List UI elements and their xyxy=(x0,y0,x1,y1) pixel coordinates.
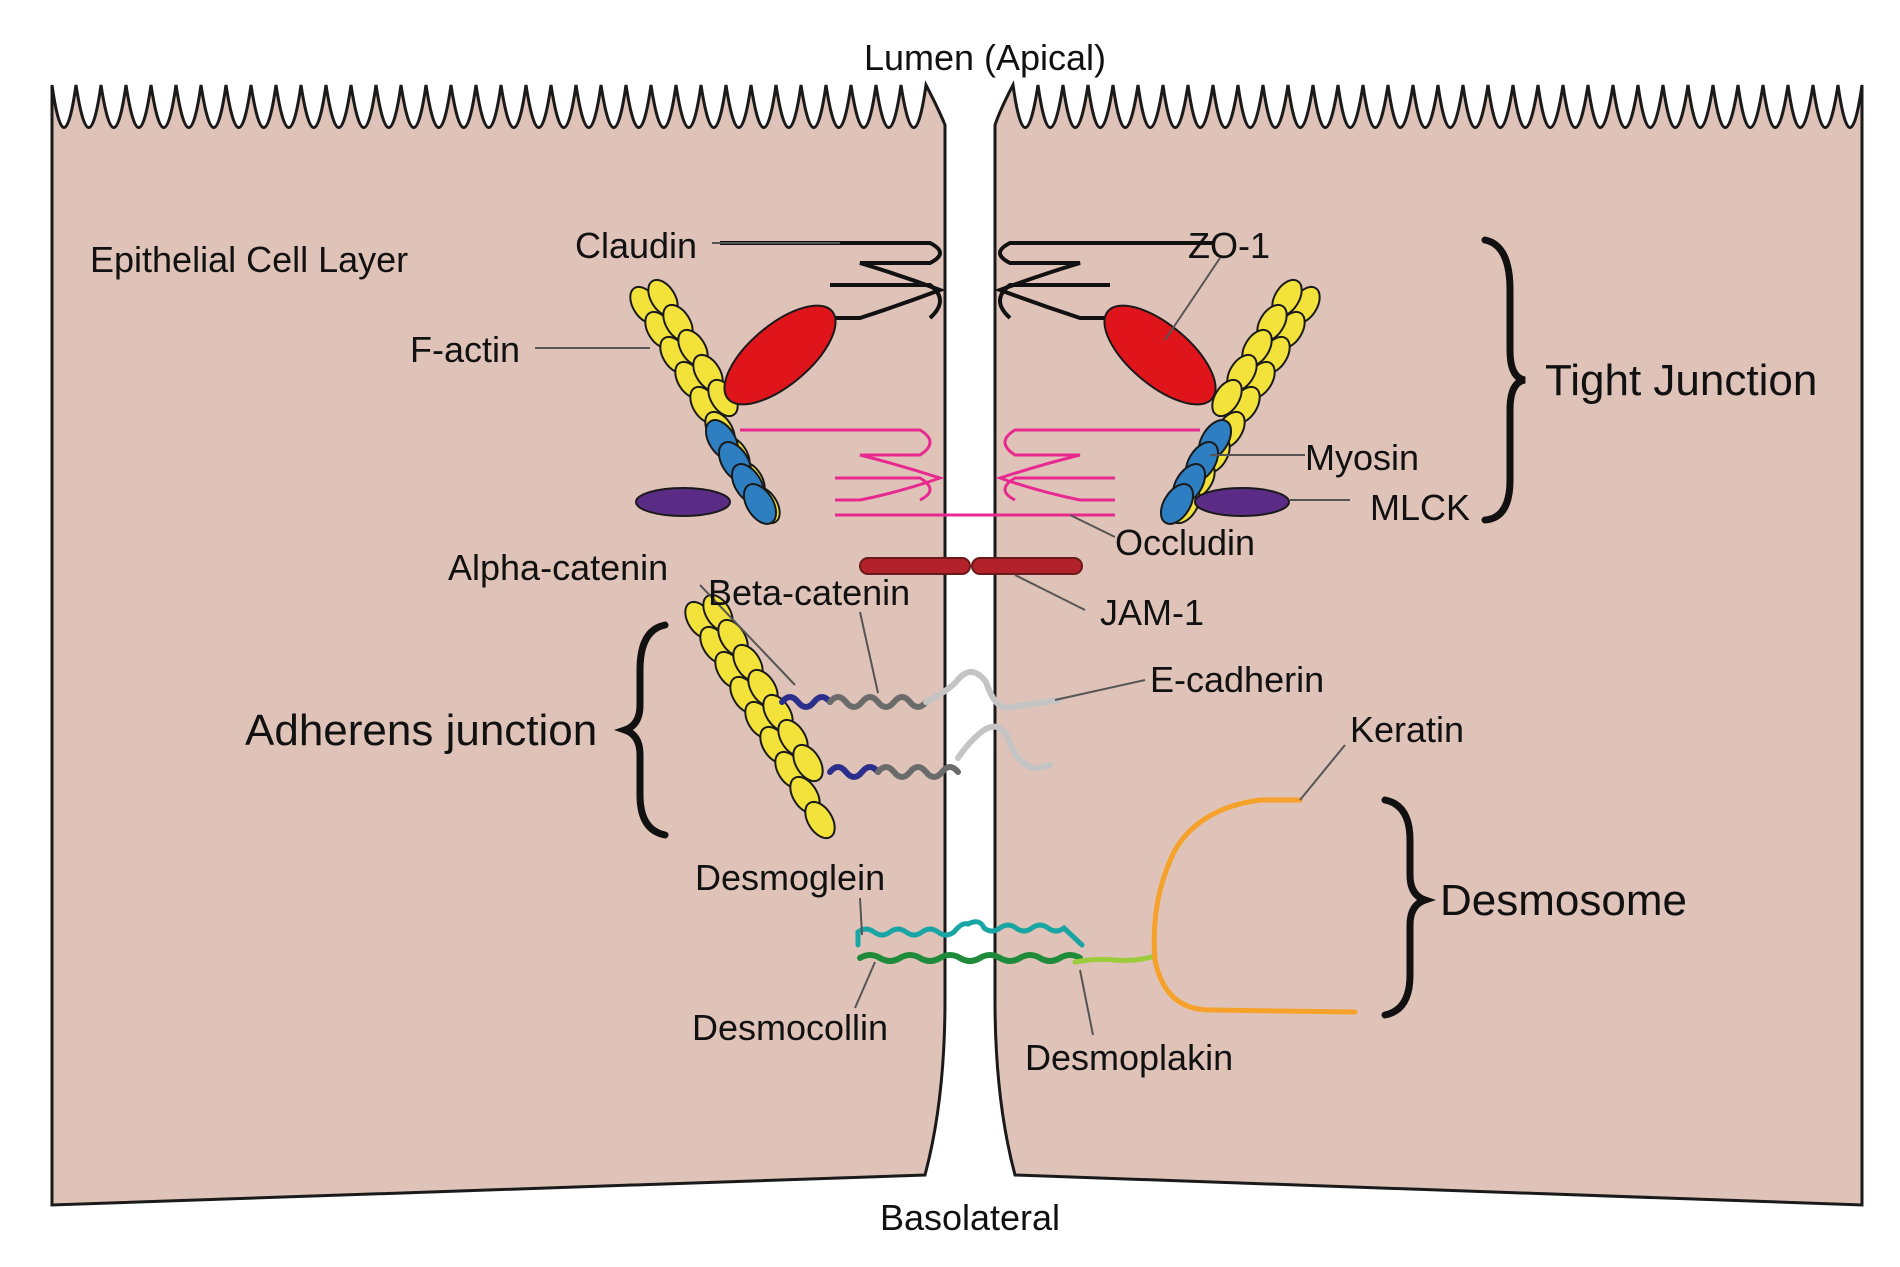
label-zo1: ZO-1 xyxy=(1188,225,1270,266)
label-alpha-catenin: Alpha-catenin xyxy=(448,547,668,588)
label-myosin: Myosin xyxy=(1305,437,1419,478)
mlck-right xyxy=(1194,487,1290,517)
label-occludin: Occludin xyxy=(1115,522,1255,563)
label-jam1: JAM-1 xyxy=(1100,592,1204,633)
zo1-right xyxy=(1103,304,1217,406)
label-claudin: Claudin xyxy=(575,225,697,266)
mlck-left xyxy=(635,487,731,517)
claudin-strands xyxy=(720,241,1215,320)
label-ecadherin: E-cadherin xyxy=(1150,659,1324,700)
label-desmocollin: Desmocollin xyxy=(692,1007,888,1048)
label-desmoglein: Desmoglein xyxy=(695,857,885,898)
group-desmosome: Desmosome xyxy=(1440,876,1687,925)
label-mlck: MLCK xyxy=(1370,487,1470,528)
label-keratin: Keratin xyxy=(1350,709,1464,750)
factin-adherens xyxy=(684,593,836,840)
bottom-label: Basolateral xyxy=(880,1197,1060,1238)
tight-junction-brace xyxy=(1481,236,1526,524)
label-desmoplakin: Desmoplakin xyxy=(1025,1037,1233,1078)
brackets xyxy=(613,236,1526,1019)
adherens-strands xyxy=(779,669,1063,780)
myosin-left xyxy=(704,419,778,525)
group-tight-junction: Tight Junction xyxy=(1545,356,1817,405)
region-label: Epithelial Cell Layer xyxy=(90,239,408,280)
label-beta-catenin: Beta-catenin xyxy=(708,572,910,613)
desmosome-strands xyxy=(855,797,1358,1015)
top-label: Lumen (Apical) xyxy=(864,37,1106,78)
left-cell xyxy=(50,80,947,1207)
desmosome-brace xyxy=(1381,796,1437,1019)
zo1-left xyxy=(723,304,837,406)
group-adherens-junction: Adherens junction xyxy=(245,706,597,755)
leader-lines xyxy=(535,242,1350,1036)
adherens-junction-brace xyxy=(613,621,669,839)
myosin-right xyxy=(1159,419,1233,525)
jam1-bars xyxy=(859,557,1083,575)
label-factin: F-actin xyxy=(410,329,520,370)
right-cell xyxy=(993,80,1864,1207)
occludin-strands xyxy=(740,428,1200,517)
